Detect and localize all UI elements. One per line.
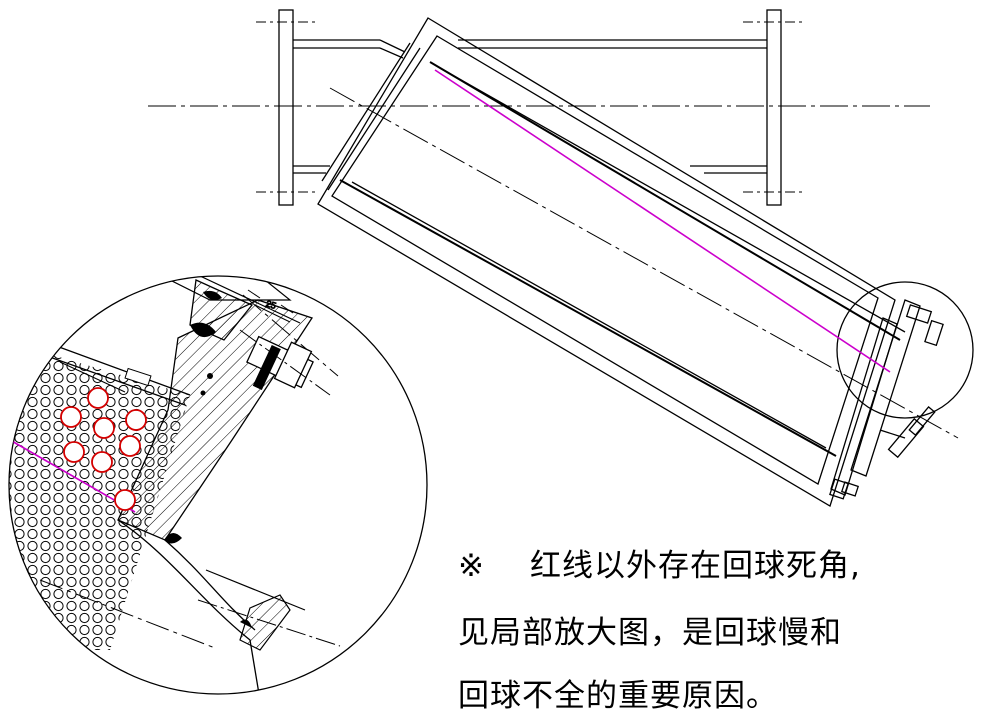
detail-callout-circle xyxy=(836,281,974,419)
filter-chamber-outer xyxy=(317,17,896,507)
right-flange xyxy=(766,9,782,206)
note-line-2: 见局部放大图，是回球慢和 xyxy=(458,615,842,651)
note-line-1: ※ 红线以外存在回球死角, xyxy=(458,540,978,585)
note-text-1: 红线以外存在回球死角, xyxy=(530,548,861,584)
filter-chamber-inner xyxy=(331,35,879,485)
red-line-main xyxy=(434,69,891,373)
dimension-label: 25 xyxy=(265,298,278,311)
reference-mark: ※ xyxy=(458,548,485,584)
left-flange xyxy=(278,9,294,206)
detail-view: 25 xyxy=(8,275,428,695)
note-line-3: 回球不全的重要原因。 xyxy=(458,678,778,714)
main-view xyxy=(148,9,974,507)
dimension-25: 25 xyxy=(247,289,294,323)
dead-zone-balls xyxy=(60,387,147,511)
